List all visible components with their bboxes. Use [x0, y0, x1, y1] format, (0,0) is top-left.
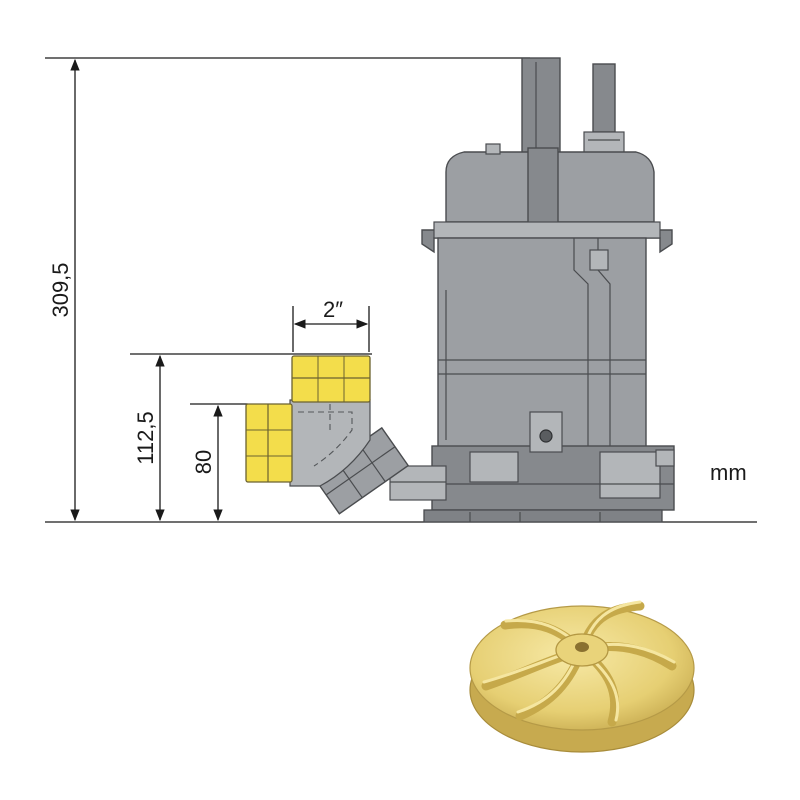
- elbow-hidden-line: [298, 411, 353, 467]
- cable-inlet: [592, 63, 616, 133]
- pump-drawing: [245, 57, 675, 523]
- outlet-lower-height-label: 80: [191, 450, 216, 474]
- outlet-elbow: [289, 399, 371, 487]
- impeller-icon: [469, 600, 695, 753]
- coupling-vertical: [291, 355, 371, 403]
- coupling-horizontal: [245, 403, 293, 483]
- screw-icon: [539, 429, 553, 443]
- base-plate: [423, 509, 663, 523]
- handle-post: [521, 57, 561, 155]
- outlet-width-label: 2″: [323, 297, 343, 322]
- outlet-upper-height-label: 112,5: [133, 411, 158, 464]
- union-nut: [312, 426, 410, 515]
- total-height-label: 309,5: [48, 262, 73, 317]
- unit-label: mm: [710, 460, 747, 485]
